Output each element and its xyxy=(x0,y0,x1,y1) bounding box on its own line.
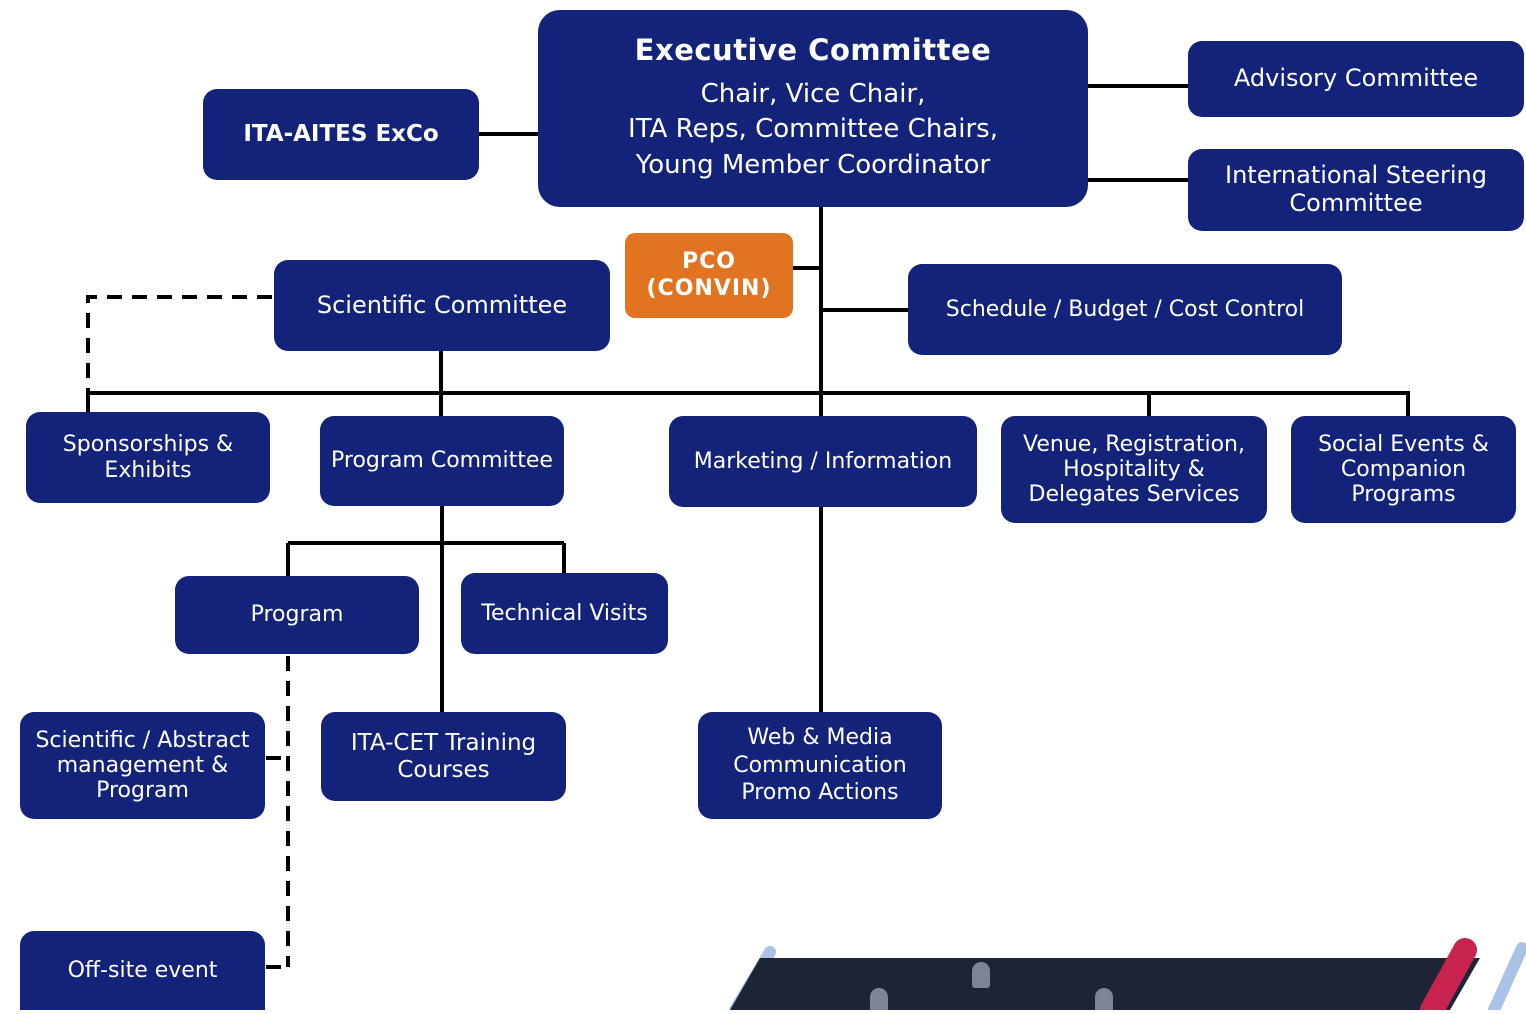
executive-line-1: Chair, Vice Chair, xyxy=(700,79,926,110)
executive-line-2: ITA Reps, Committee Chairs, xyxy=(628,114,998,145)
schedule-label: Schedule / Budget / Cost Control xyxy=(945,296,1305,322)
offsite-event-box: Off-site event xyxy=(20,931,265,1010)
exco-box: ITA-AITES ExCo xyxy=(203,89,479,180)
venue-box: Venue, Registration, Hospitality & Deleg… xyxy=(1001,416,1267,523)
advisory-committee-box: Advisory Committee xyxy=(1188,41,1524,117)
executive-committee-box: Executive Committee Chair, Vice Chair, I… xyxy=(538,10,1088,207)
web-line-1: Web & Media xyxy=(747,724,893,750)
marketing-box: Marketing / Information xyxy=(669,416,977,507)
web-media-box: Web & Media Communication Promo Actions xyxy=(698,712,942,819)
social-line-1: Social Events & xyxy=(1318,431,1489,457)
schedule-budget-box: Schedule / Budget / Cost Control xyxy=(908,264,1342,355)
pco-line-1: PCO xyxy=(682,249,736,275)
sponsorships-line-2: Exhibits xyxy=(104,457,192,483)
program-label: Program xyxy=(250,602,344,628)
pco-box: PCO (CONVIN) xyxy=(625,233,793,318)
audience-photo xyxy=(730,958,1480,1010)
technical-label: Technical Visits xyxy=(481,600,648,626)
web-line-3: Promo Actions xyxy=(741,780,899,806)
venue-line-3: Delegates Services xyxy=(1028,482,1240,508)
pco-line-2: (CONVIN) xyxy=(646,275,772,301)
exco-label: ITA-AITES ExCo xyxy=(243,121,439,148)
social-events-box: Social Events & Companion Programs xyxy=(1291,416,1516,523)
program-box: Program xyxy=(175,576,419,654)
sponsorships-line-1: Sponsorships & xyxy=(62,432,234,458)
steering-line-1: International Steering xyxy=(1225,161,1487,190)
cet-training-box: ITA-CET Training Courses xyxy=(321,712,566,801)
cet-line-1: ITA-CET Training xyxy=(350,730,537,757)
program-committee-label: Program Committee xyxy=(331,448,553,474)
advisory-label: Advisory Committee xyxy=(1233,64,1479,93)
sponsorships-box: Sponsorships & Exhibits xyxy=(26,412,270,503)
steering-line-2: Committee xyxy=(1289,189,1423,217)
technical-visits-box: Technical Visits xyxy=(461,573,668,654)
abstract-line-3: Program xyxy=(96,778,189,804)
person-silhouette xyxy=(1095,988,1113,1010)
scientific-committee-box: Scientific Committee xyxy=(274,260,610,351)
program-committee-box: Program Committee xyxy=(320,416,564,506)
venue-line-1: Venue, Registration, xyxy=(1023,431,1245,457)
venue-line-2: Hospitality & xyxy=(1063,456,1205,482)
cet-line-2: Courses xyxy=(397,756,490,783)
person-silhouette xyxy=(972,962,990,988)
offsite-label: Off-site event xyxy=(67,957,218,983)
web-line-2: Communication xyxy=(733,752,907,778)
executive-line-3: Young Member Coordinator xyxy=(635,149,991,180)
abstract-line-1: Scientific / Abstract xyxy=(35,727,250,753)
abstract-line-2: management & xyxy=(56,752,229,778)
marketing-label: Marketing / Information xyxy=(693,448,953,474)
social-line-2: Companion xyxy=(1340,456,1467,482)
person-silhouette xyxy=(870,988,888,1010)
scientific-label: Scientific Committee xyxy=(316,290,568,319)
executive-committee-title: Executive Committee xyxy=(634,32,992,67)
abstract-management-box: Scientific / Abstract management & Progr… xyxy=(20,712,265,819)
social-line-3: Programs xyxy=(1351,482,1456,508)
steering-committee-box: International Steering Committee xyxy=(1188,149,1524,231)
